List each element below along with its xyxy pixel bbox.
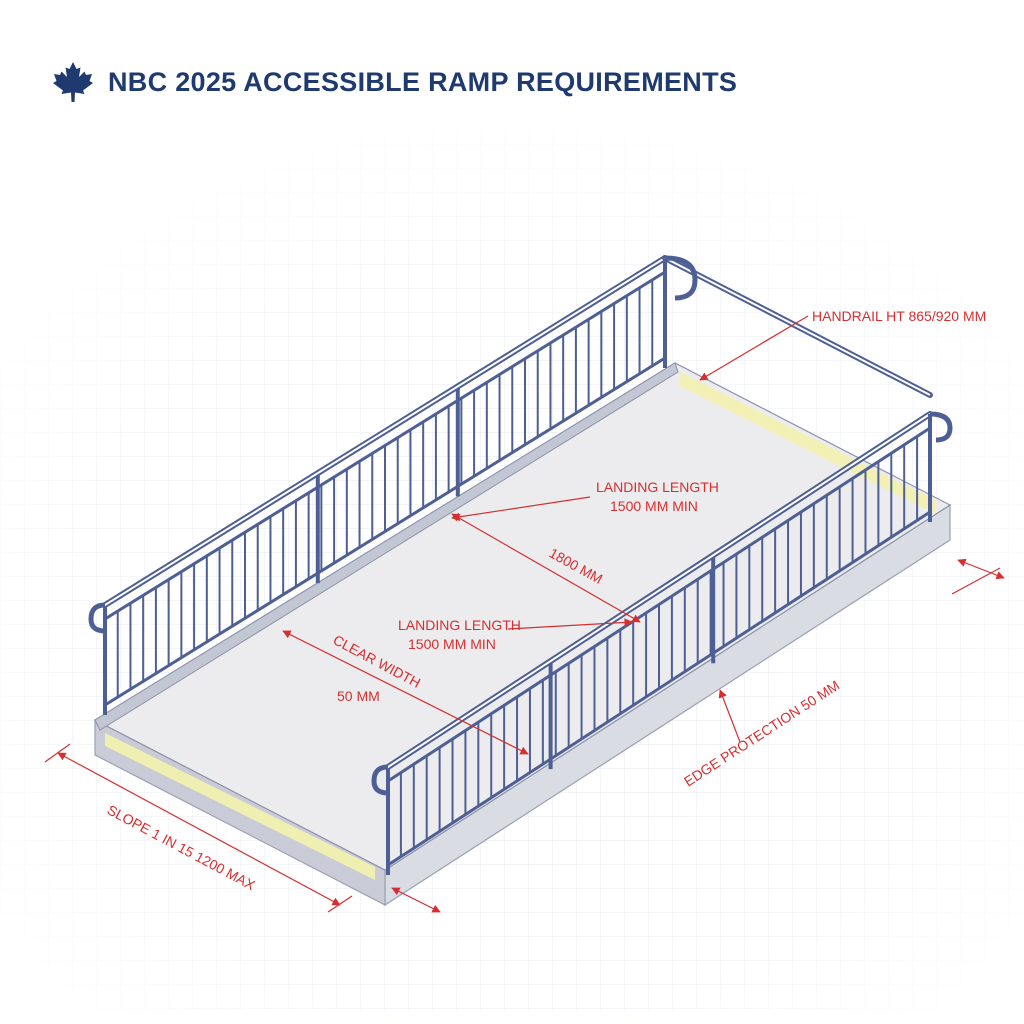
side-ext <box>951 567 1001 595</box>
title-bar: NBC 2025 ACCESSIBLE RAMP REQUIREMENTS <box>50 60 737 104</box>
landing-length-top-label: LANDING LENGTH <box>596 479 719 495</box>
slope-ext-2 <box>327 895 353 913</box>
near-return-end <box>929 411 953 443</box>
handrail-height-leader <box>699 315 809 381</box>
slope-ext-1 <box>44 743 71 763</box>
landing-mid-leader <box>507 618 633 630</box>
edge-protection-leader <box>718 689 741 743</box>
dimension-lines <box>44 315 1005 913</box>
far-return-end <box>664 255 698 301</box>
width-1800-dimension <box>451 513 641 623</box>
landing-length-mid-label: LANDING LENGTH <box>398 617 521 633</box>
side-width-dimension <box>957 558 1005 580</box>
end-width-dimension <box>391 887 441 913</box>
rail-return-end <box>371 764 389 796</box>
clear-width-dimension <box>282 630 529 755</box>
fifty-mm-label: 50 MM <box>337 688 380 704</box>
inner-rail <box>104 270 666 621</box>
crossing-highlight <box>664 257 931 396</box>
far-handrail <box>88 255 933 715</box>
slope-dimension <box>57 752 341 906</box>
rail-return-end <box>88 602 106 634</box>
handrail-highlight <box>104 257 666 606</box>
near-handrail <box>371 411 953 875</box>
handrail-height-label: HANDRAIL HT 865/920 MM <box>812 308 986 324</box>
landing-length-mid-value: 1500 MM MIN <box>408 636 496 652</box>
page-title: NBC 2025 ACCESSIBLE RAMP REQUIREMENTS <box>108 66 738 97</box>
maple-leaf-icon <box>53 62 93 102</box>
landing-length-top-value: 1500 MM MIN <box>610 498 698 514</box>
